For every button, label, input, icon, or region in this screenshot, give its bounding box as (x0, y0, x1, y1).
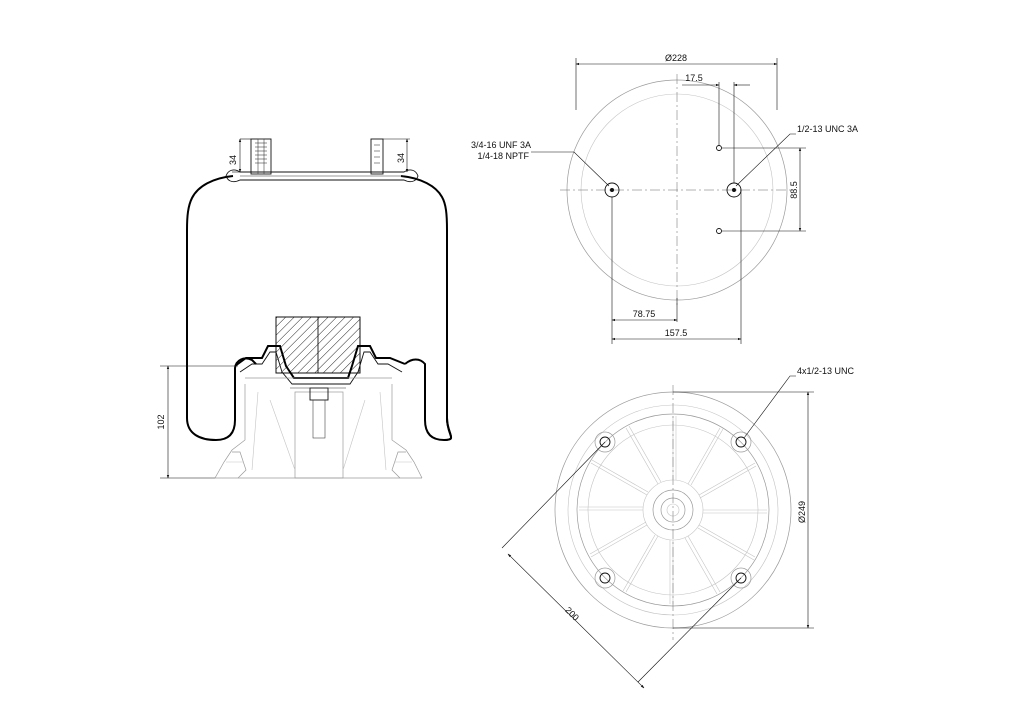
stud-upper (716, 145, 722, 151)
bolt-hole-upper-right (730, 431, 752, 453)
top-stud-right (370, 138, 384, 175)
side-view: 34 34 (156, 138, 453, 479)
stud-lower (716, 228, 722, 234)
top-view: Ø228 17.5 88.5 78.75 157.5 3/4-16 UNF 3A… (471, 53, 858, 344)
dim-34-right: 34 (396, 153, 406, 163)
dim-diameter-249: Ø249 (797, 501, 807, 523)
top-bead-plate (225, 169, 419, 183)
label-air-fitting-thread: 3/4-16 UNF 3A (471, 140, 531, 150)
dim-88-5: 88.5 (789, 181, 799, 199)
top-stud-left (250, 138, 272, 175)
dim-diameter-228: Ø228 (665, 53, 687, 63)
dim-102: 102 (156, 414, 166, 429)
dim-17-5: 17.5 (685, 73, 703, 83)
bottom-view: Ø249 200 4x1/2-13 UNC (501, 366, 855, 689)
dim-34-left: 34 (228, 155, 238, 165)
label-bolt-holes: 4x1/2-13 UNC (797, 366, 855, 376)
bolt-hole-upper-left (594, 431, 616, 453)
label-stud-thread: 1/2-13 UNC 3A (797, 124, 858, 134)
dim-157-5: 157.5 (665, 328, 688, 338)
piston-body (214, 377, 423, 479)
label-air-fitting-npt: 1/4-18 NPTF (477, 151, 529, 161)
dim-200: 200 (563, 605, 581, 623)
dim-78-75: 78.75 (633, 309, 656, 319)
bolt-hole-lower-right (730, 567, 752, 589)
